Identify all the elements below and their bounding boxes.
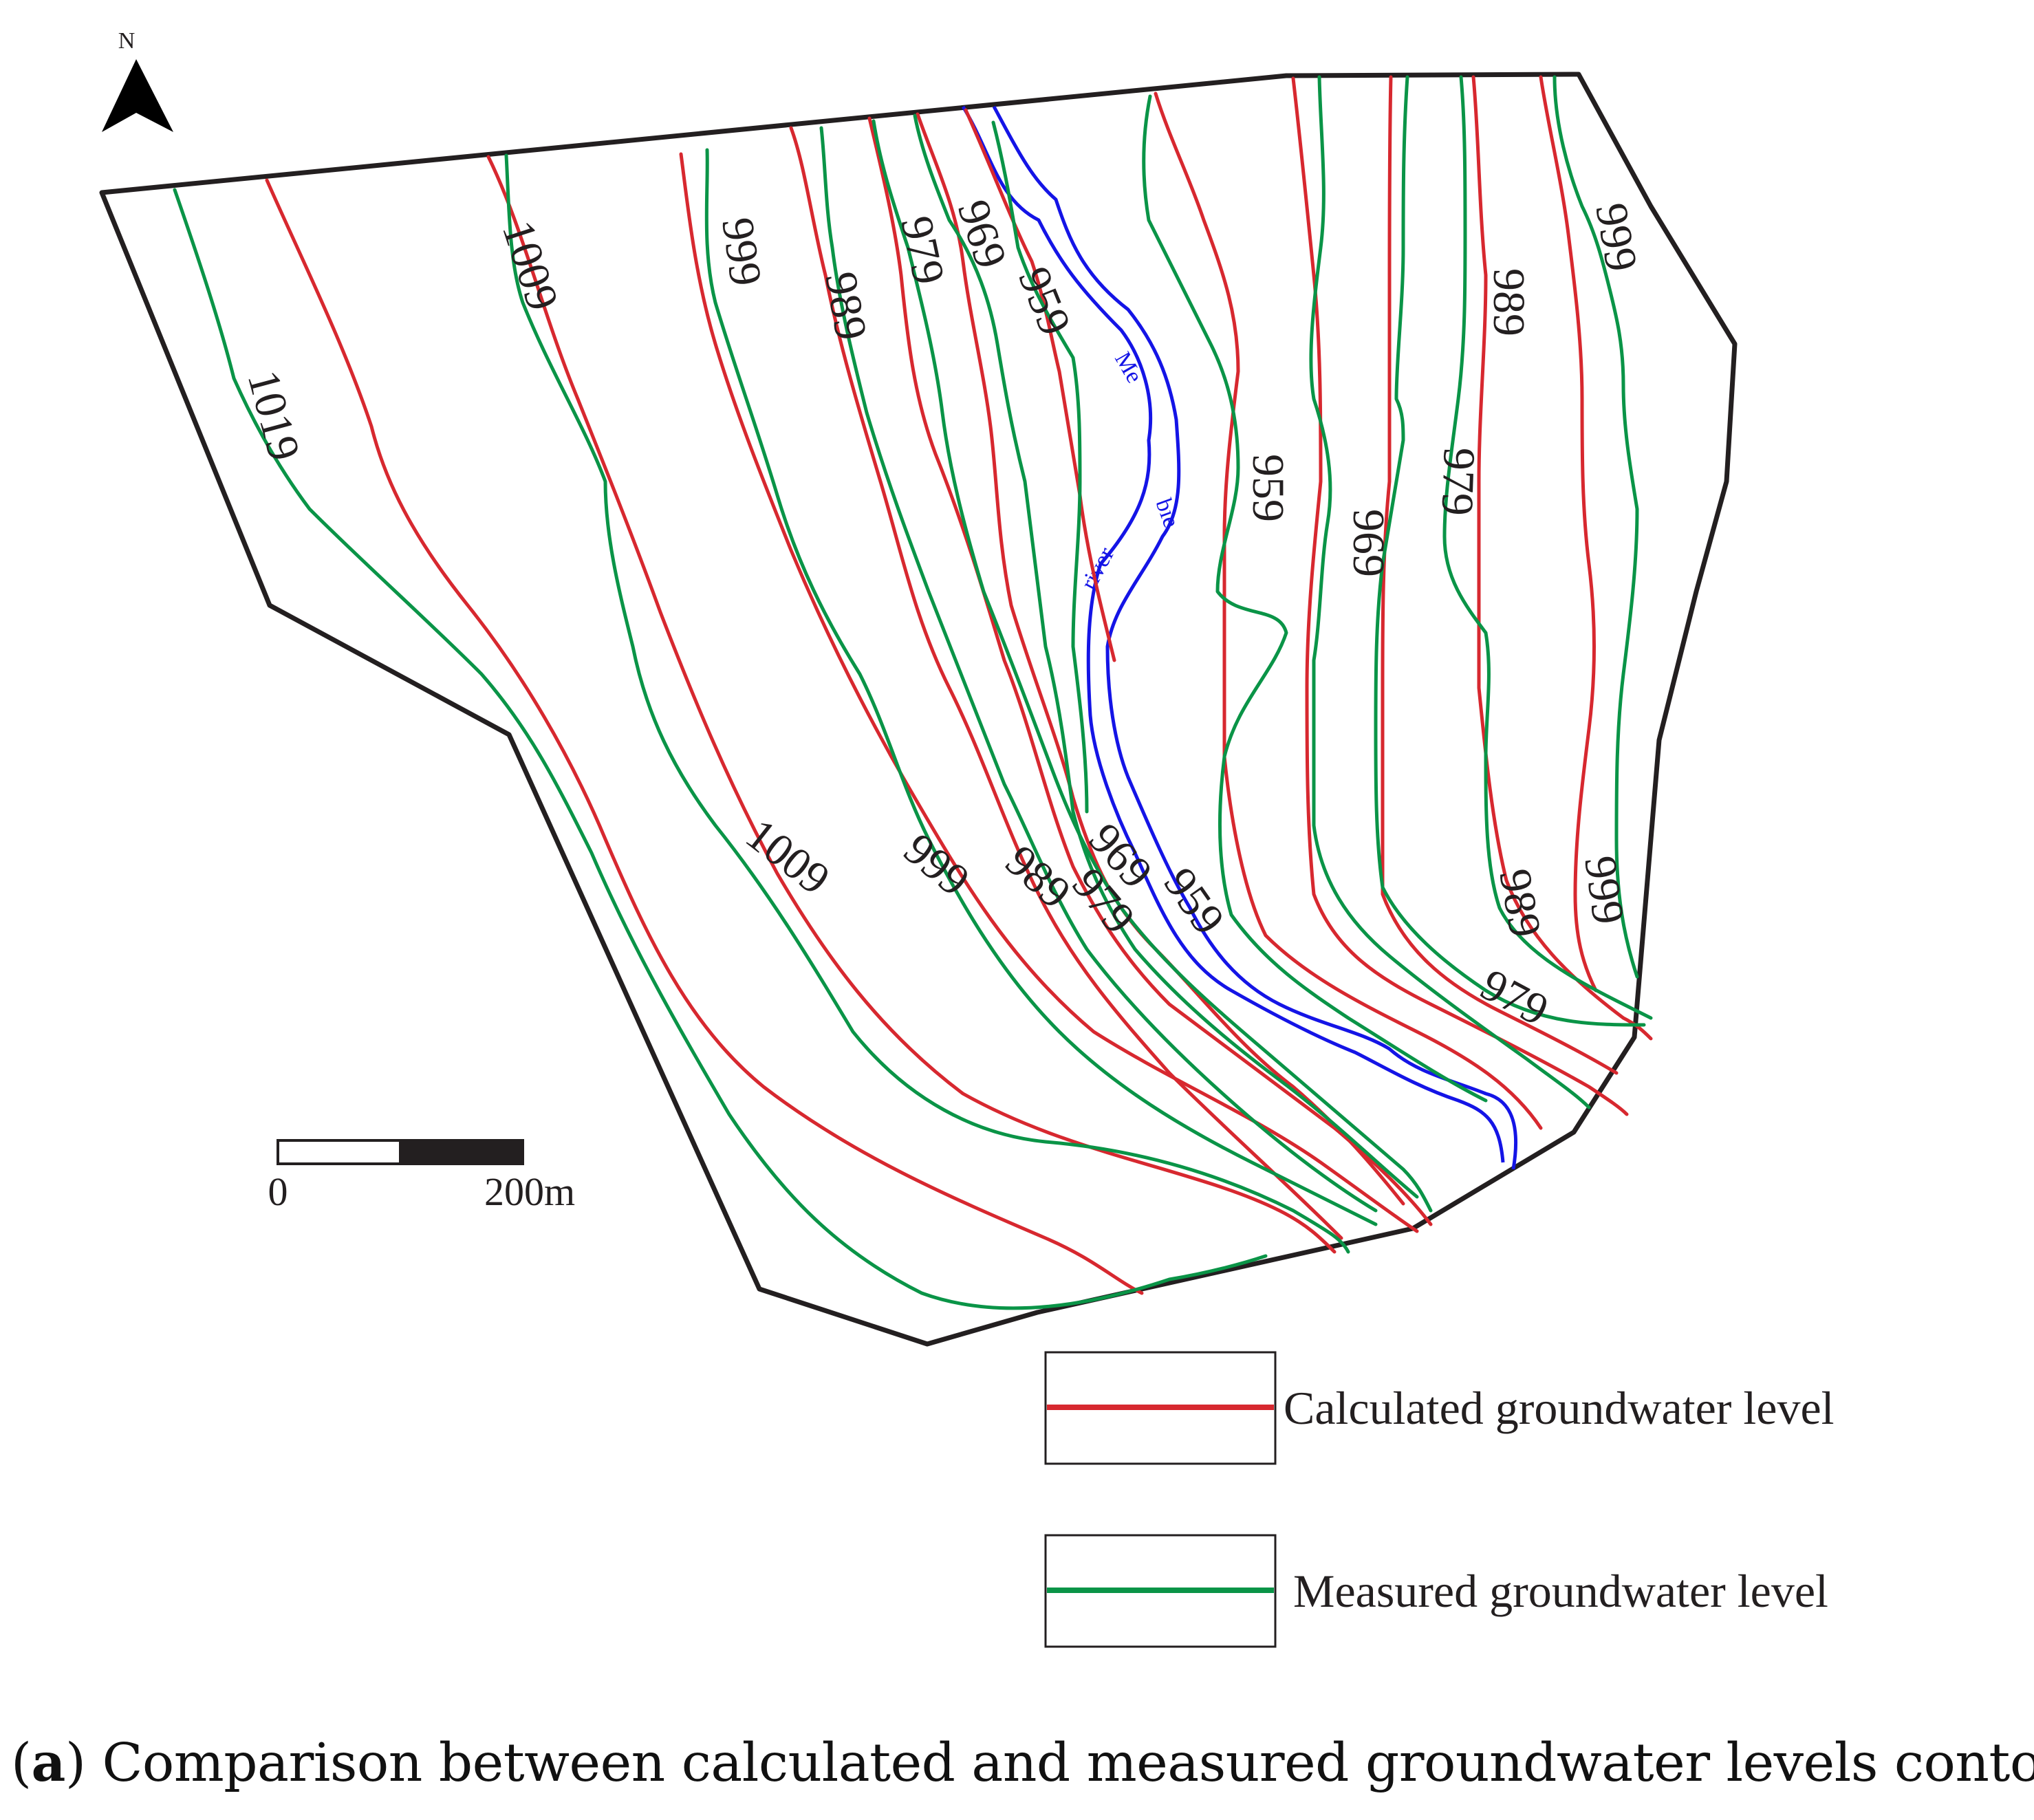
north-label: N [118, 28, 136, 54]
calc-contour-999 [679, 152, 1419, 1233]
label-999-upper: 999 [712, 215, 771, 289]
legend-label-calculated: Calculated groundwater level [1284, 1382, 1835, 1434]
caption-text: Comparison between calculated and measur… [85, 1733, 2034, 1794]
calc-contour-1019 [265, 178, 1144, 1295]
calc-contour-989-east [1471, 75, 1653, 1041]
river-label-me: Me [1110, 348, 1147, 388]
figure-caption: (a) Comparison between calculated and me… [11, 1732, 2034, 1794]
calc-contour-999-east [1539, 75, 1598, 993]
calculated-contours [265, 75, 1653, 1295]
scale-bar-white-segment [277, 1139, 402, 1165]
calc-contour-979 [867, 116, 1433, 1226]
meas-contour-959-east [1142, 94, 1488, 1103]
measured-contours [173, 75, 1653, 1310]
label-959-east: 959 [1243, 454, 1293, 522]
calc-contour-959-west [964, 108, 1116, 662]
study-area-boundary [99, 72, 1738, 1347]
label-989-upper: 989 [815, 268, 876, 344]
meas-contour-999 [704, 148, 1378, 1226]
meas-contour-959-west [991, 120, 1089, 814]
legend-item-measured: Measured groundwater level [1044, 1534, 1828, 1648]
contour-labels-upper: 1019 1009 999 989 979 969 959 959 969 97… [238, 194, 1647, 577]
north-arrow-icon [102, 59, 173, 132]
calc-contour-969 [916, 112, 1405, 1206]
calc-contour-1009 [486, 155, 1337, 1254]
label-1009-upper: 1009 [493, 215, 568, 316]
scale-bar: 0 200m [268, 1139, 575, 1214]
calc-contour-979-east [1381, 75, 1619, 1075]
scale-start-label: 0 [268, 1169, 288, 1214]
meas-contour-969-east [1309, 75, 1591, 1109]
label-979-lower-east: 979 [1473, 960, 1557, 1036]
meas-contour-1019 [173, 188, 1268, 1310]
calc-contour-989 [789, 126, 1343, 1240]
label-999-lower-east: 999 [1575, 853, 1634, 927]
legend-label-measured: Measured groundwater level [1293, 1565, 1828, 1617]
label-989-east: 989 [1484, 268, 1534, 336]
river-bank-east [992, 105, 1518, 1170]
meas-contour-1009 [504, 153, 1350, 1254]
caption-letter: a [31, 1732, 66, 1794]
scale-end-label: 200m [484, 1169, 575, 1214]
scale-bar-black-segment [399, 1139, 524, 1165]
north-arrow: N [102, 28, 173, 132]
meas-contour-979 [872, 119, 1433, 1213]
legend-item-calculated: Calculated groundwater level [1044, 1351, 1835, 1465]
legend: Calculated groundwater level Measured gr… [1044, 1351, 1835, 1648]
river-label-bie: bie [1150, 495, 1184, 531]
label-999-east: 999 [1586, 199, 1647, 275]
meas-contour-989 [819, 126, 1378, 1213]
calc-contour-959-east [1154, 91, 1543, 1130]
label-979-east: 979 [1432, 446, 1484, 516]
meas-contour-969 [913, 113, 1419, 1199]
meas-contour-989-east [1442, 75, 1653, 1020]
groundwater-contour-map: N Me bie river [99, 28, 1835, 1648]
meas-contour-979-east [1374, 75, 1646, 1027]
label-1019-upper: 1019 [238, 365, 310, 466]
label-999-lower: 999 [894, 824, 979, 907]
river-bank-west [961, 105, 1505, 1163]
label-989-lower-east: 989 [1489, 865, 1550, 941]
meas-contour-999-east [1552, 75, 1639, 979]
label-969-east: 969 [1343, 509, 1394, 577]
